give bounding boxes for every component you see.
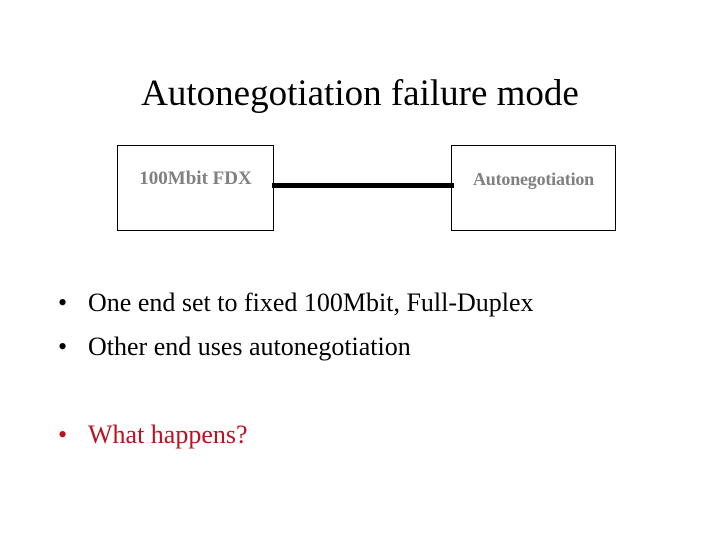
bullet-icon: • (58, 332, 68, 361)
diagram-node-right-label: Autonegotiation (472, 169, 594, 189)
diagram-node-right-endpoint[interactable]: Autonegotiation (451, 145, 616, 231)
list-item-label: What happens? (88, 420, 248, 449)
diagram-link-line (272, 183, 454, 188)
page-title: Autonegotiation failure mode (141, 73, 579, 114)
bullet-icon: • (58, 288, 68, 317)
list-item: • What happens? (0, 415, 720, 459)
bullet-list: • One end set to fixed 100Mbit, Full-Dup… (0, 283, 720, 459)
list-item: • Other end uses autonegotiation (0, 327, 720, 371)
diagram-node-left-label: 100Mbit FDX (139, 168, 252, 189)
list-item-label: One end set to fixed 100Mbit, Full-Duple… (88, 288, 534, 317)
bullet-icon: • (58, 420, 68, 449)
list-item: • One end set to fixed 100Mbit, Full-Dup… (0, 283, 720, 327)
list-item-label: Other end uses autonegotiation (88, 332, 411, 361)
diagram-node-left-endpoint[interactable]: 100Mbit FDX (117, 145, 274, 231)
